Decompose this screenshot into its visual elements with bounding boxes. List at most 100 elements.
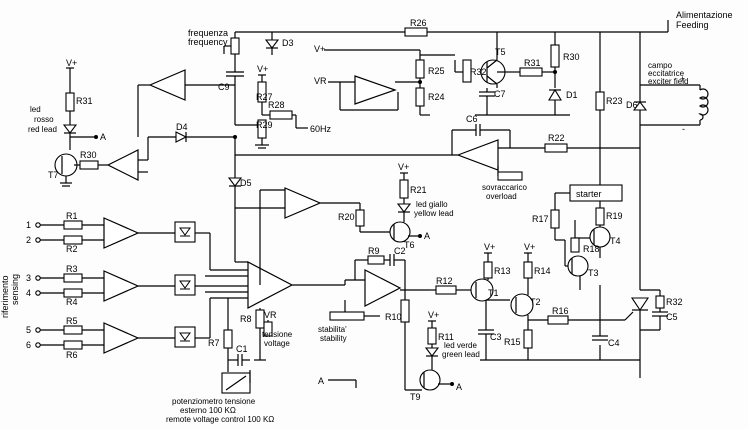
opamp-sense-2 <box>103 270 140 302</box>
starter-label: starter <box>576 189 602 199</box>
opamp-stability <box>364 269 402 307</box>
label-r14: R14 <box>534 266 551 276</box>
label-r26: R26 <box>410 18 427 28</box>
label-r22: R22 <box>548 133 565 143</box>
resistor-r12 <box>435 285 457 295</box>
feeding-label: Feeding <box>676 20 709 30</box>
riferimento-label: riferimento <box>0 275 10 318</box>
terminal-1-pad[interactable] <box>35 222 41 228</box>
node-a-bottom: A <box>318 376 324 386</box>
label-r18: R18 <box>583 244 600 254</box>
label-c1: C1 <box>236 344 248 354</box>
resistor-r18 <box>570 237 580 253</box>
resistor-r3 <box>63 273 83 283</box>
label-r21: R21 <box>410 185 427 195</box>
vplus-r27: V+ <box>257 64 268 74</box>
vplus-t5: V+ <box>314 44 325 54</box>
terminal-6-pad[interactable] <box>35 342 41 348</box>
opamp-sense-1 <box>103 217 140 249</box>
frequenza-label: frequenza <box>188 28 228 38</box>
overload-trimmer[interactable] <box>497 171 523 181</box>
zener-d1 <box>548 88 562 101</box>
diode-d3 <box>264 39 280 49</box>
red-led-section: V+ R31 led rosso red lead A T7 R30 <box>28 58 149 187</box>
resistor-r25 <box>415 59 425 79</box>
resistor-r28 <box>269 110 293 120</box>
resistor-r32a <box>462 59 472 83</box>
field-minus: - <box>682 124 685 134</box>
led-rosso-label-2: rosso <box>34 115 54 124</box>
campo-label: campo <box>648 61 673 70</box>
led-red <box>62 124 78 134</box>
terminal-5: 5 <box>26 325 31 335</box>
main-amplifier: D5 R20 R8 VR tensione voltage R7 C1 <box>166 170 390 424</box>
resistor-r20 <box>355 209 365 227</box>
frequency-trimmer[interactable] <box>230 37 240 55</box>
terminal-5-pad[interactable] <box>35 327 41 333</box>
label-r5: R5 <box>66 316 78 326</box>
vplus-r14: V+ <box>524 242 535 252</box>
label-r6: R6 <box>66 350 78 360</box>
resistor-r10 <box>400 299 410 323</box>
label-d4: D4 <box>176 122 188 132</box>
label-r8: R8 <box>240 314 252 324</box>
label-r4: R4 <box>66 297 78 307</box>
node-a-green: A <box>456 382 462 392</box>
sensing-inputs: riferimento sensing 1 2 R1 R2 3 4 R3 R4 <box>0 211 248 360</box>
label-r23: R23 <box>606 96 623 106</box>
label-r9: R9 <box>368 246 380 256</box>
resistor-r13 <box>483 261 493 279</box>
label-d3: D3 <box>282 38 294 48</box>
resistor-r2 <box>63 235 83 245</box>
terminal-3: 3 <box>26 273 31 283</box>
voltage-trimmer[interactable] <box>263 321 273 337</box>
vplus-r11: V+ <box>428 310 439 320</box>
label-t3: T3 <box>588 268 599 278</box>
resistor-r26 <box>404 27 428 37</box>
exciter-field-coil <box>698 88 709 121</box>
label-c6: C6 <box>466 114 478 124</box>
terminal-4-pad[interactable] <box>35 290 41 296</box>
label-t9: T9 <box>410 392 421 402</box>
label-r13: R13 <box>494 266 511 276</box>
overload-label: overload <box>486 192 517 201</box>
resistor-r8 <box>255 309 265 329</box>
label-r29: R29 <box>256 120 273 130</box>
label-r2: R2 <box>66 244 78 254</box>
vplus-r21: V+ <box>398 162 409 172</box>
exciter-field-label: exciter field <box>648 77 688 86</box>
label-r32b: R32 <box>666 297 683 307</box>
voltage-label: voltage <box>264 339 290 348</box>
resistor-r32b <box>655 295 665 309</box>
diode-d6 <box>632 101 648 111</box>
label-c9: C9 <box>218 82 230 92</box>
resistor-r9 <box>367 255 385 265</box>
vr-top: VR <box>314 76 327 86</box>
label-r24: R24 <box>428 92 445 102</box>
label-d5: D5 <box>240 178 252 188</box>
stability-trimmer[interactable] <box>329 311 365 321</box>
label-r19: R19 <box>606 211 623 221</box>
label-t2: T2 <box>530 297 541 307</box>
tensione-label: tensione <box>262 330 293 339</box>
label-r7: R7 <box>208 338 220 348</box>
label-t7: T7 <box>48 170 59 180</box>
label-r16: R16 <box>552 306 569 316</box>
terminal-1: 1 <box>26 220 31 230</box>
label-r30b: R30 <box>80 150 97 160</box>
diode-d5 <box>227 177 243 187</box>
node-a-yellow: A <box>424 231 430 241</box>
terminal-3-pad[interactable] <box>35 275 41 281</box>
resistor-r31a <box>65 92 75 112</box>
label-c3: C3 <box>490 332 502 342</box>
resistor-r31b <box>519 67 543 77</box>
output-section: Alimentazione Feeding campo eccitatrice … <box>626 10 733 322</box>
rectifier-2 <box>174 274 196 296</box>
terminal-2-pad[interactable] <box>35 237 41 243</box>
overload-section: R22 C6 sovraccarico overload R23 <box>235 91 640 201</box>
opamp-frequency <box>148 69 186 101</box>
resistor-r21 <box>399 179 409 199</box>
frequency-label: frequency <box>188 37 228 47</box>
diode-d4 <box>175 131 188 143</box>
